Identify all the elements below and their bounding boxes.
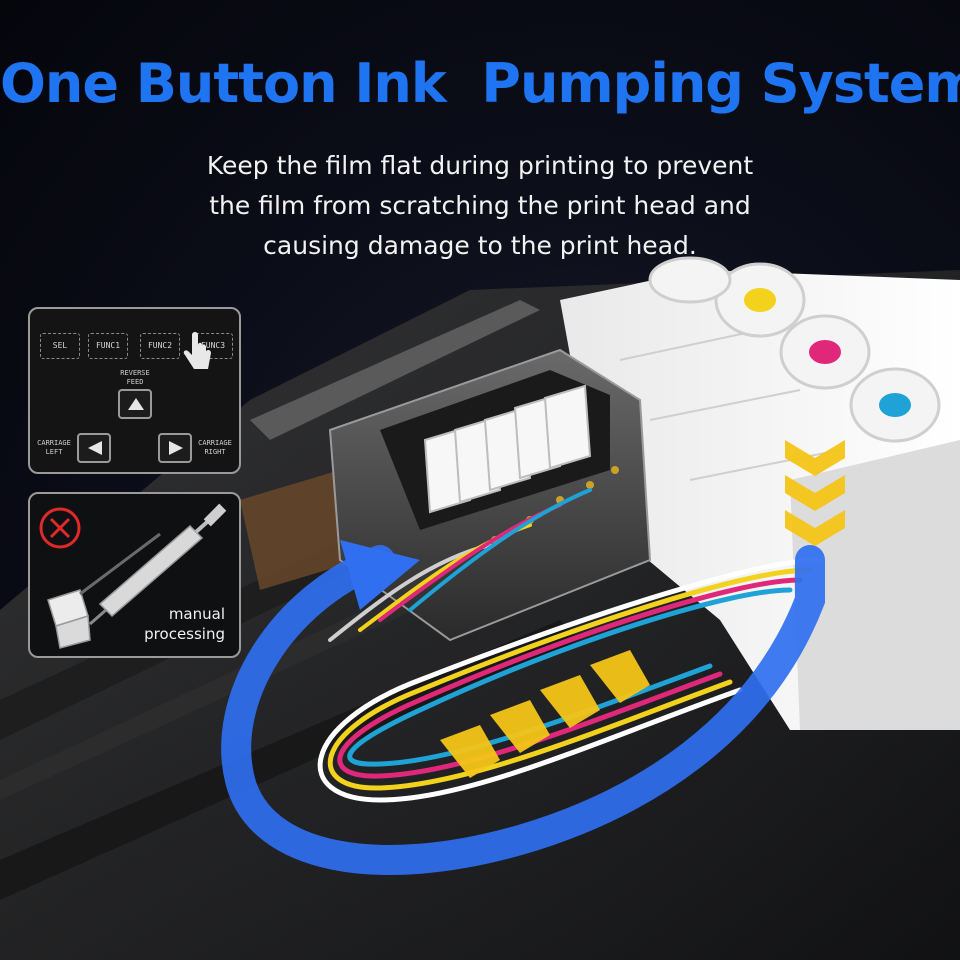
chevrons-horizontal	[440, 650, 650, 778]
flow-arrow	[221, 545, 825, 875]
func1-button[interactable]: FUNC1	[88, 333, 128, 359]
ink-cap-cyan	[849, 367, 941, 443]
subtitle-line: Keep the film flat during printing to pr…	[206, 151, 754, 180]
sel-button[interactable]: SEL	[40, 333, 80, 359]
carriage-left-label: CARRIAGE LEFT	[37, 439, 71, 456]
manual-tools-illustration	[39, 503, 227, 649]
banner-subtitle: Keep the film flat during printing to pr…	[120, 146, 840, 266]
subtitle-line: causing damage to the print head.	[263, 231, 697, 260]
rail-strip	[0, 620, 580, 900]
ink-cap-magenta	[779, 314, 871, 390]
ink-cap-white	[648, 256, 732, 304]
prohibited-cross-icon	[39, 507, 81, 549]
flow-arrow-head	[340, 540, 420, 610]
control-panel-inset: SEL FUNC1 FUNC2 FUNC3 REVERSE FEED CARRI…	[28, 307, 241, 474]
manual-processing-label: manual processing	[144, 605, 225, 643]
arrow-left-icon	[88, 441, 102, 455]
rail-top	[250, 300, 540, 440]
carriage-right-label: CARRIAGE RIGHT	[198, 439, 232, 456]
tap-hand-icon	[180, 329, 214, 378]
subtitle-line: the film from scratching the print head …	[209, 191, 751, 220]
carriage-right-button[interactable]	[158, 433, 192, 463]
carriage-left-button[interactable]	[77, 433, 111, 463]
reverse-feed-button[interactable]	[118, 389, 152, 419]
damper-icon	[47, 532, 161, 649]
syringe-icon	[89, 503, 227, 626]
manual-processing-inset: manual processing	[28, 492, 241, 658]
ink-tank-side	[790, 440, 960, 730]
chevrons-vertical	[785, 440, 845, 546]
reverse-feed-label: REVERSE FEED	[120, 369, 150, 386]
arrow-right-icon	[169, 441, 183, 455]
damper-cartridges	[423, 384, 592, 514]
banner-title: One Button Ink Pumping System	[0, 52, 960, 115]
copper-plate	[240, 470, 360, 590]
func2-button[interactable]: FUNC2	[140, 333, 180, 359]
ink-cap-yellow	[714, 262, 806, 338]
arrow-up-icon	[128, 398, 144, 410]
